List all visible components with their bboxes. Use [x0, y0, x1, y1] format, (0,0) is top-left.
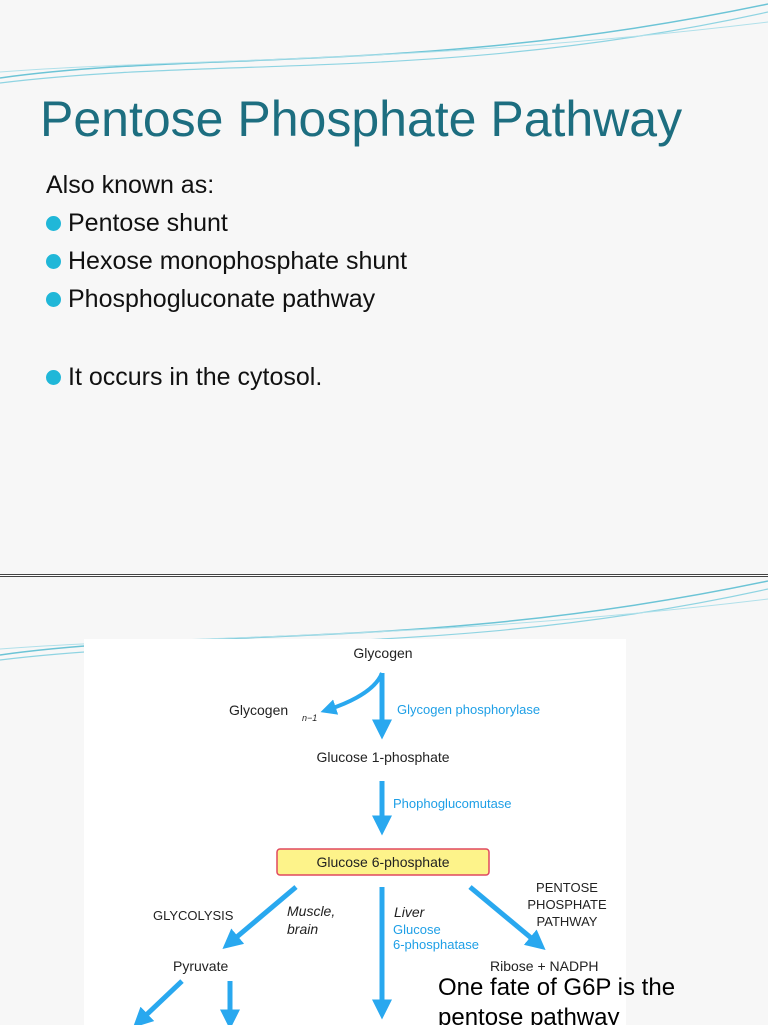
- slide-caption: One fate of G6P is the pentose pathway: [438, 974, 676, 1025]
- glucose-6p-label: Glucose 6-phosphate: [316, 854, 449, 870]
- bullet-item: Phosphogluconate pathway: [46, 280, 407, 318]
- intro-text: Also known as:: [46, 171, 215, 199]
- enzyme-phosphorylase: Glycogen phosphorylase: [397, 702, 540, 717]
- ppp-label-line1: PENTOSE: [536, 880, 598, 895]
- bullet-text: Pentose shunt: [68, 209, 228, 237]
- bullet-text: Hexose monophosphate shunt: [68, 247, 408, 275]
- glycolysis-label: GLYCOLYSIS: [153, 908, 234, 923]
- liver-label: Liver: [394, 904, 426, 920]
- pyruvate-branch-arrow-left: [132, 979, 184, 1025]
- glycogen-n1-subscript: n−1: [302, 713, 317, 723]
- bullet-dot-icon: [46, 215, 61, 231]
- bullet-text: Phosphogluconate pathway: [68, 285, 376, 313]
- bullet-list: Also known as: Pentose shunt Hexose mono…: [46, 166, 407, 396]
- muscle-label: Muscle,: [287, 903, 335, 919]
- slide-2: Glycogen Glycogen n−1 Glycogen phosphory…: [0, 576, 768, 1025]
- enzyme-mutase: Phophoglucomutase: [393, 796, 512, 811]
- enzyme-g6pase-line1: Glucose: [393, 922, 441, 937]
- ribose-label: Ribose + NADPH: [490, 958, 599, 974]
- glycogen-n1-label: Glycogen: [229, 702, 288, 718]
- decorative-wave: [0, 3, 768, 84]
- bullet-text: It occurs in the cytosol.: [68, 363, 323, 391]
- slide-1: Pentose Phosphate Pathway Also known as:…: [0, 3, 768, 575]
- intro-line: Also known as:: [46, 166, 407, 204]
- bullet-item: Pentose shunt: [46, 204, 407, 242]
- bullet-dot-icon: [46, 291, 61, 307]
- slide-title: Pentose Phosphate Pathway: [40, 91, 683, 147]
- bullet-item: It occurs in the cytosol.: [46, 358, 407, 396]
- ppp-label-line2: PHOSPHATE: [527, 897, 607, 912]
- ppp-arrow: [468, 885, 546, 951]
- glucose-1p-label: Glucose 1-phosphate: [316, 749, 449, 765]
- glycogen-label: Glycogen: [353, 645, 412, 661]
- bullet-item: Hexose monophosphate shunt: [46, 242, 407, 280]
- bullet-dot-icon: [46, 253, 61, 269]
- glucose-6p-highlight: [276, 848, 490, 876]
- brain-label: brain: [287, 921, 318, 937]
- glycogen-branch-arrow: [320, 672, 384, 715]
- glycogen-metabolism-diagram: Glycogen Glycogen n−1 Glycogen phosphory…: [84, 639, 626, 1025]
- enzyme-g6pase-line2: 6-phosphatase: [393, 937, 479, 952]
- pyruvate-label: Pyruvate: [173, 958, 228, 974]
- glycolysis-arrow: [222, 885, 298, 950]
- pathway-diagram: Glycogen Glycogen n−1 Glycogen phosphory…: [132, 645, 607, 1025]
- ppp-label-line3: PATHWAY: [537, 914, 598, 929]
- bullet-dot-icon: [46, 369, 61, 385]
